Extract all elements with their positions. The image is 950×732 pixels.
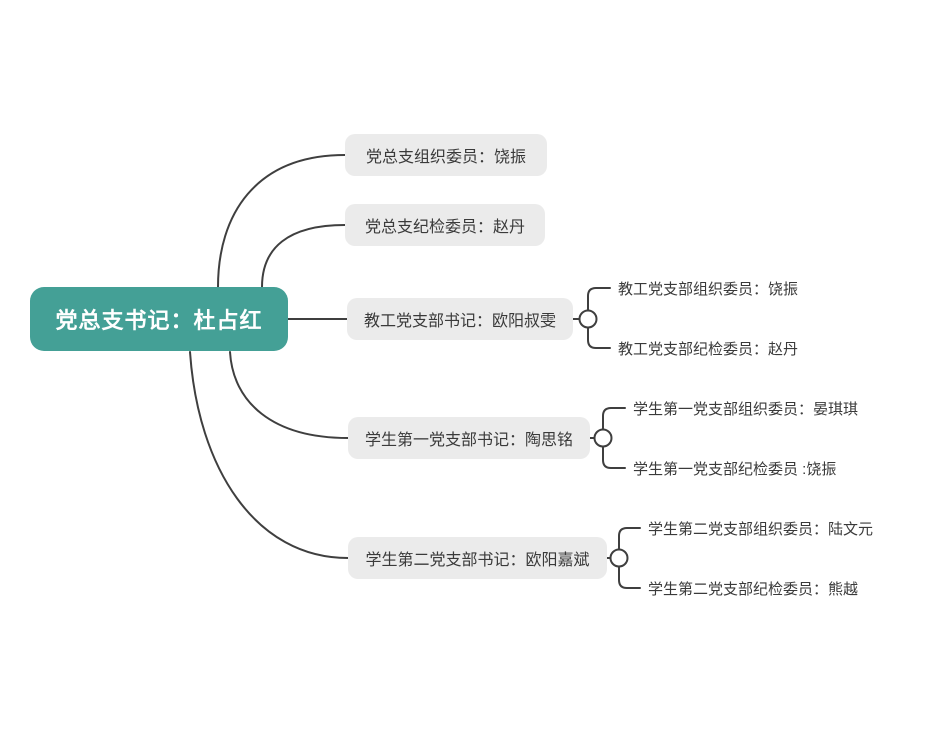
edge-branch-5-child-2	[618, 565, 641, 589]
branch-node-org-committee[interactable]: 党总支组织委员：饶振	[345, 134, 547, 176]
root-node[interactable]: 党总支书记：杜占红	[30, 287, 288, 351]
edge-root-to-branch-4	[229, 351, 349, 439]
leaf-node-student2-discipline[interactable]: 学生第二党支部纪检委员：熊越	[648, 580, 859, 598]
edge-branch-5-child-1	[618, 527, 641, 551]
leaf-node-student1-discipline[interactable]: 学生第一党支部纪检委员 :饶振	[633, 460, 837, 478]
edge-branch-4-child-1	[602, 407, 626, 431]
branch-node-faculty-secretary[interactable]: 教工党支部书记：欧阳叔雯	[347, 298, 573, 340]
branch-node-student1-secretary[interactable]: 学生第一党支部书记：陶思铭	[348, 417, 590, 459]
leaf-node-student1-org[interactable]: 学生第一党支部组织委员：晏琪琪	[633, 400, 859, 418]
edge-root-to-branch-1	[217, 154, 346, 288]
branch-node-discipline-committee[interactable]: 党总支纪检委员：赵丹	[345, 204, 545, 246]
edge-branch-3-child-1	[587, 287, 611, 312]
leaf-node-faculty-discipline[interactable]: 教工党支部纪检委员：赵丹	[618, 340, 799, 358]
edge-root-to-branch-2	[261, 224, 346, 288]
branch-node-student2-secretary[interactable]: 学生第二党支部书记：欧阳嘉斌	[348, 537, 607, 579]
edge-root-to-branch-5	[189, 351, 349, 559]
edge-branch-4-child-2	[602, 445, 626, 469]
edge-branch-3-child-2	[587, 326, 611, 349]
collapse-toggle-branch-4[interactable]	[593, 428, 613, 448]
collapse-toggle-branch-5[interactable]	[609, 548, 629, 568]
collapse-toggle-branch-3[interactable]	[578, 309, 598, 329]
leaf-node-faculty-org[interactable]: 教工党支部组织委员：饶振	[618, 280, 799, 298]
leaf-node-student2-org[interactable]: 学生第二党支部组织委员：陆文元	[648, 520, 874, 538]
